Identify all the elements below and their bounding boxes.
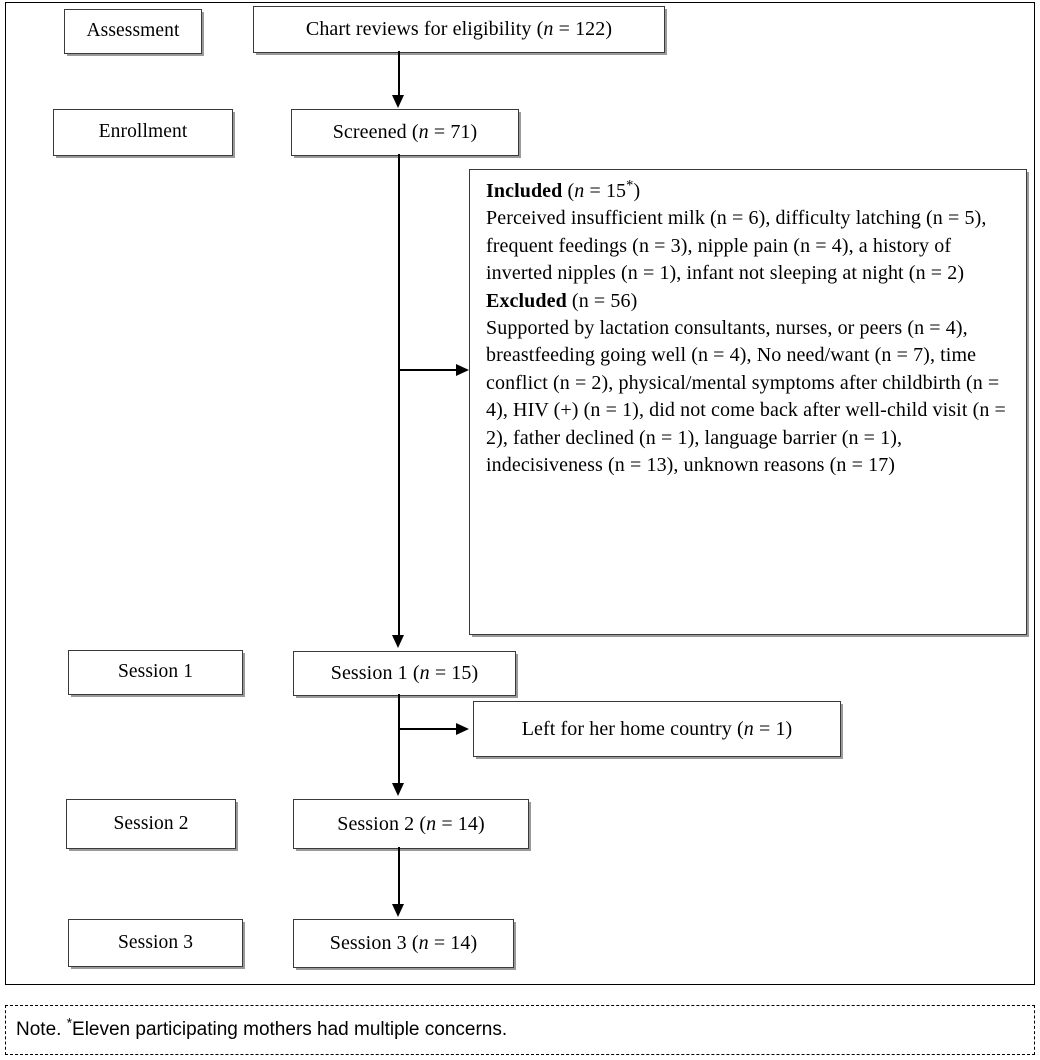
connector-chartreviews-screened bbox=[398, 51, 400, 97]
connector-session1-session2 bbox=[398, 694, 400, 786]
node-chart-reviews: Chart reviews for eligibility (n = 122) bbox=[253, 6, 665, 53]
arrow-screened-detail-icon bbox=[456, 364, 469, 376]
figure-frame: Assessment Enrollment Session 1 Session … bbox=[5, 2, 1035, 985]
n-italic: n bbox=[419, 662, 430, 684]
n-italic: n bbox=[426, 812, 437, 835]
node-screened: Screened (n = 71) bbox=[291, 109, 519, 156]
stage-label-session-2: Session 2 bbox=[66, 799, 236, 849]
stage-label-enrollment: Enrollment bbox=[53, 109, 233, 156]
node-session-2-text: Session 2 (n = 14) bbox=[337, 812, 485, 835]
stage-label-enrollment-text: Enrollment bbox=[98, 121, 188, 143]
stage-label-assessment-text: Assessment bbox=[86, 20, 180, 42]
n-italic: n bbox=[418, 932, 429, 954]
node-session-3-text: Session 3 (n = 14) bbox=[329, 932, 478, 954]
stage-label-assessment: Assessment bbox=[64, 9, 202, 54]
node-session-2: Session 2 (n = 14) bbox=[293, 799, 529, 849]
arrow-chartreviews-screened-icon bbox=[392, 95, 404, 108]
excluded-heading-line: Excluded (n = 56) bbox=[486, 289, 638, 312]
node-left-for-home-country: Left for her home country (n = 1) bbox=[473, 701, 841, 757]
connector-screened-detail bbox=[398, 369, 460, 371]
arrow-session1-leftcountry-icon bbox=[456, 723, 469, 735]
node-session-1-text: Session 1 (n = 15) bbox=[330, 662, 479, 684]
n-italic: n bbox=[543, 18, 554, 40]
connector-screened-session1 bbox=[398, 154, 400, 636]
node-left-for-home-country-text: Left for her home country (n = 1) bbox=[521, 717, 793, 740]
connector-session1-leftcountry bbox=[398, 728, 460, 730]
stage-label-session-1-text: Session 1 bbox=[117, 661, 194, 683]
included-heading: Included bbox=[486, 180, 563, 202]
stage-label-session-3-text: Session 3 bbox=[117, 931, 194, 953]
arrow-session2-session3-icon bbox=[392, 904, 404, 917]
n-italic: n bbox=[743, 717, 754, 740]
n-italic: n bbox=[418, 121, 429, 143]
node-session-1: Session 1 (n = 15) bbox=[293, 651, 516, 696]
footnote-star-icon: * bbox=[66, 1015, 73, 1031]
included-reasons-text: Perceived insufficient milk (n = 6), dif… bbox=[486, 207, 987, 285]
figure-note-text: Note. *Eleven participating mothers had … bbox=[16, 1015, 508, 1040]
n-italic: n bbox=[574, 180, 585, 202]
arrow-screened-session1-icon bbox=[392, 635, 404, 648]
excluded-reasons-text: Supported by lactation consultants, nurs… bbox=[486, 316, 1006, 476]
node-included-excluded-detail: Included (n = 15*) Perceived insufficien… bbox=[469, 169, 1027, 635]
stage-label-session-1: Session 1 bbox=[68, 650, 243, 695]
node-screened-text: Screened (n = 71) bbox=[332, 121, 478, 143]
arrow-session1-session2-icon bbox=[392, 783, 404, 796]
excluded-heading: Excluded bbox=[486, 289, 567, 312]
stage-label-session-3: Session 3 bbox=[68, 919, 243, 967]
node-session-3: Session 3 (n = 14) bbox=[293, 919, 514, 968]
connector-session2-session3 bbox=[398, 847, 400, 909]
stage-label-session-2-text: Session 2 bbox=[113, 812, 189, 834]
figure-note: Note. *Eleven participating mothers had … bbox=[5, 1005, 1035, 1055]
node-chart-reviews-text: Chart reviews for eligibility (n = 122) bbox=[305, 18, 613, 40]
footnote-star-marker: * bbox=[626, 177, 634, 194]
included-heading-line: Included (n = 15*) bbox=[486, 177, 641, 202]
